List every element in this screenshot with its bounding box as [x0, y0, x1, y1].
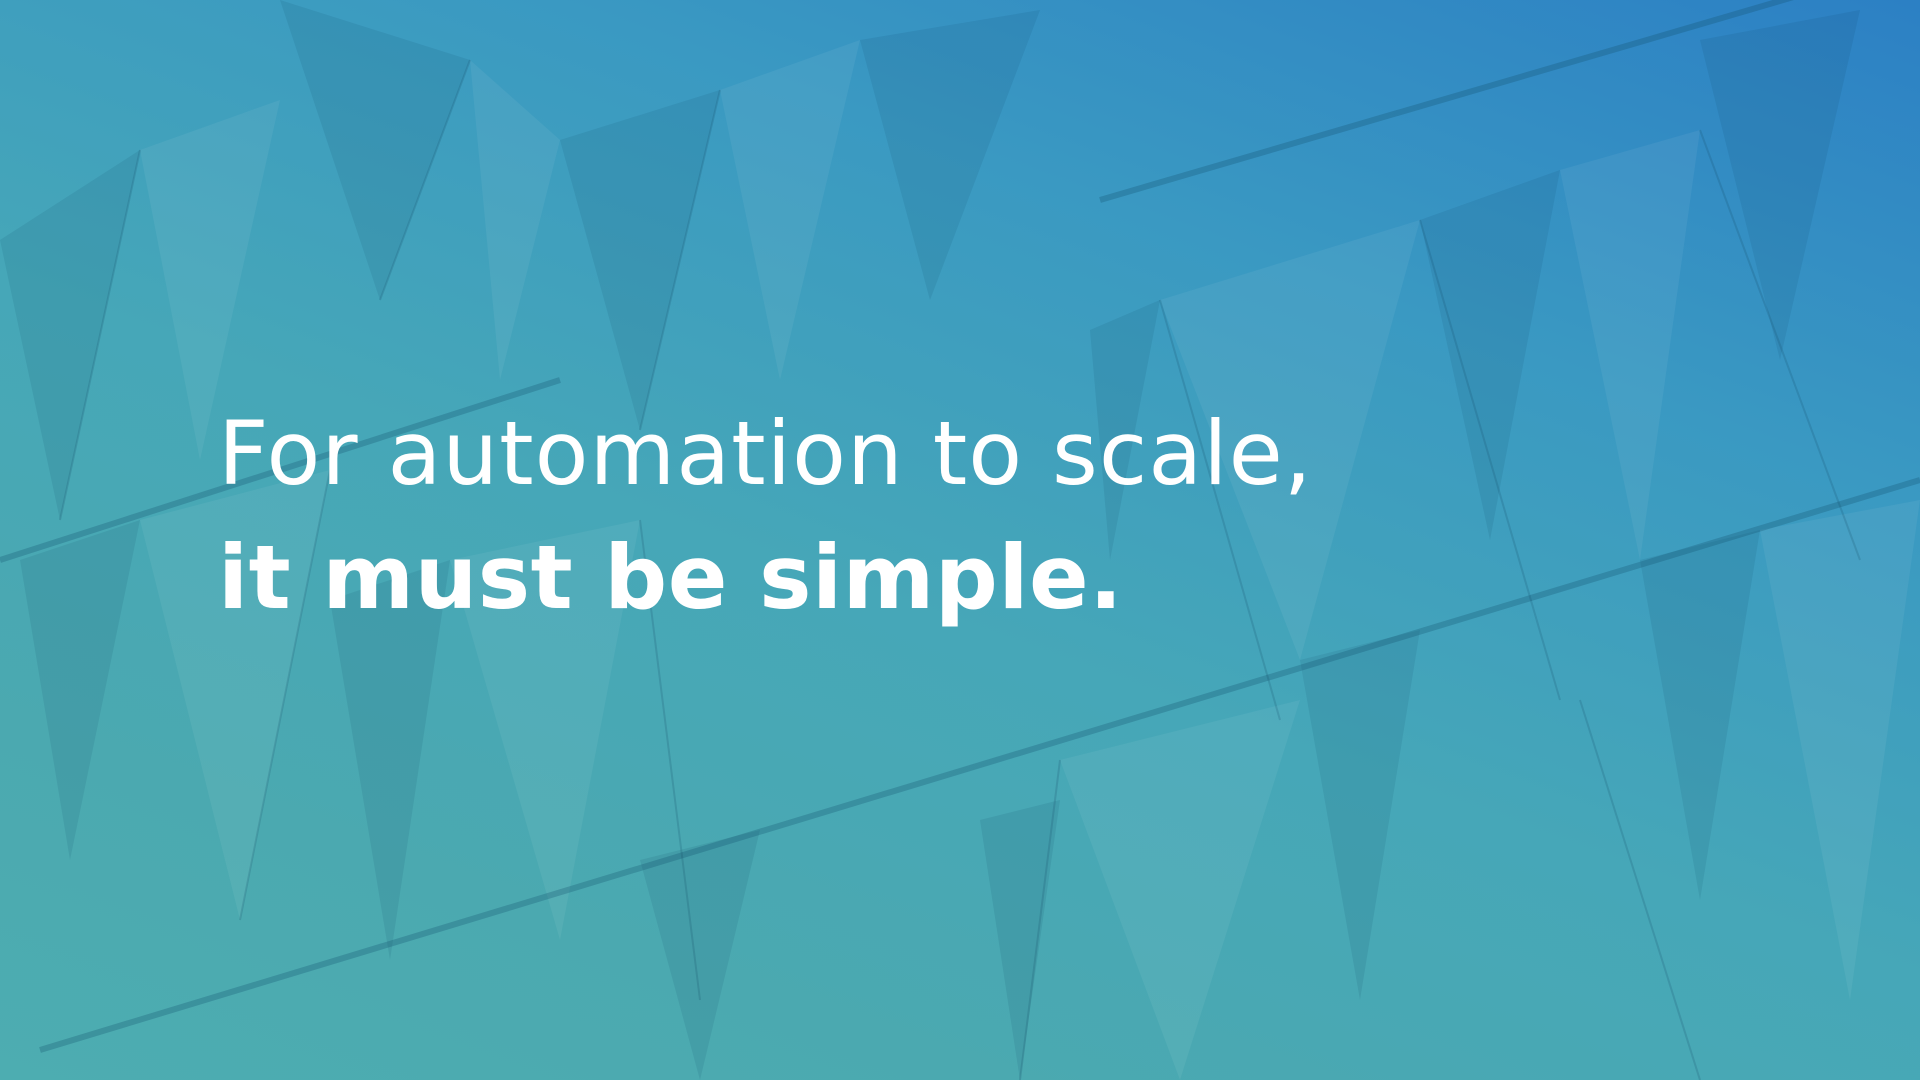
headline-line-2: it must be simple. — [218, 526, 1124, 629]
headline: For automation to scale, it must be simp… — [218, 392, 1618, 640]
headline-line-1: For automation to scale, — [218, 402, 1313, 505]
